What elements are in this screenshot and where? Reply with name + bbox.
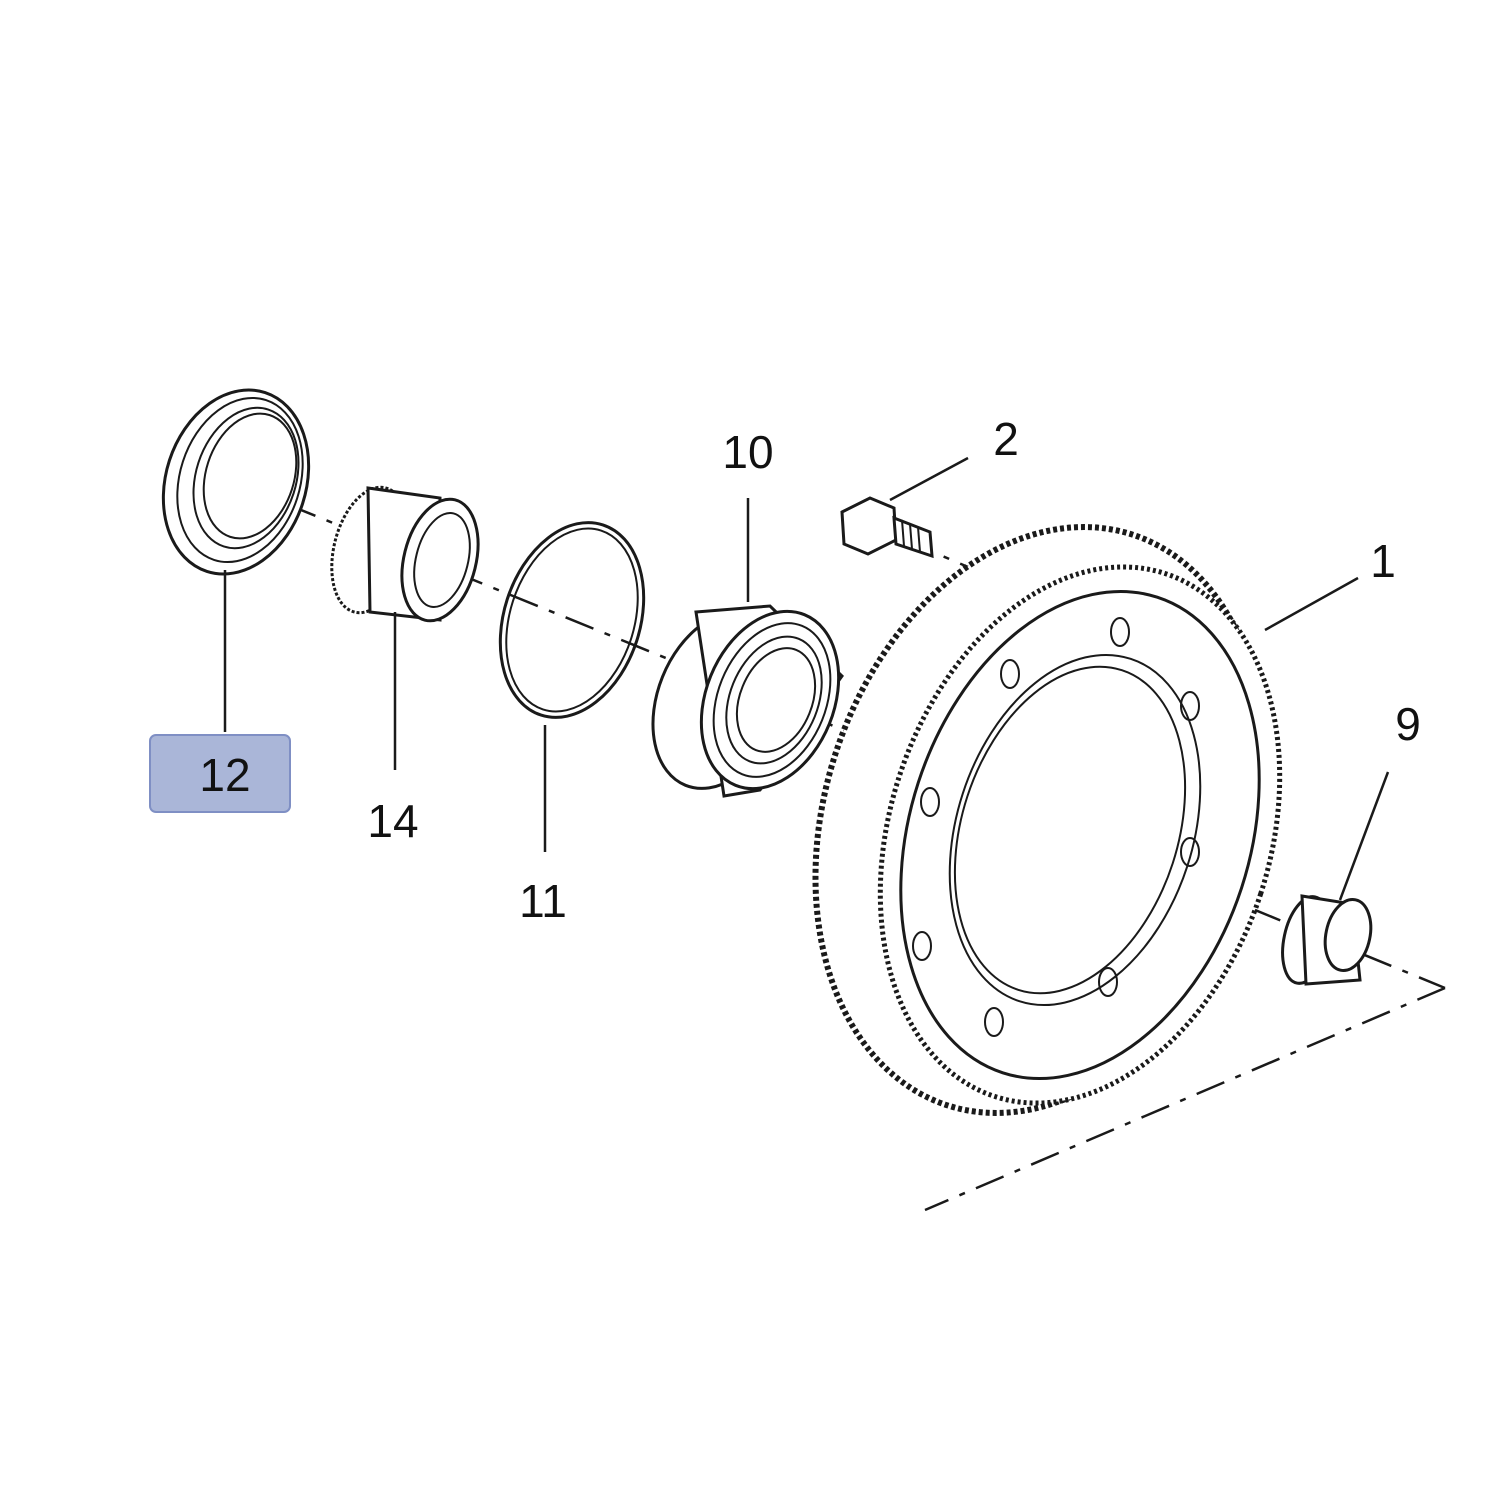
ball-bearing-icon[interactable]	[628, 591, 864, 810]
callout-10[interactable]: 10	[722, 426, 773, 478]
callout-9[interactable]: 9	[1395, 698, 1421, 750]
callout-2[interactable]: 2	[993, 413, 1019, 465]
knurled-sleeve-icon[interactable]	[320, 479, 490, 629]
highlight-box-12	[149, 734, 291, 813]
callout-12[interactable]: 12	[199, 749, 250, 801]
bolt-icon[interactable]	[840, 496, 934, 559]
gear-bolt-holes	[912, 617, 1200, 1037]
callout-11[interactable]: 11	[519, 875, 567, 927]
leader-lines	[223, 456, 1390, 901]
bushing-icon[interactable]	[1275, 892, 1377, 987]
ring-gear-icon[interactable]	[743, 468, 1346, 1172]
callout-labels: 12 14 11 10 2 1 9	[199, 413, 1420, 927]
callout-14[interactable]: 14	[367, 795, 418, 847]
snap-ring-icon[interactable]	[476, 504, 667, 736]
oil-seal-icon[interactable]	[140, 371, 331, 593]
callout-1[interactable]: 1	[1370, 535, 1396, 587]
